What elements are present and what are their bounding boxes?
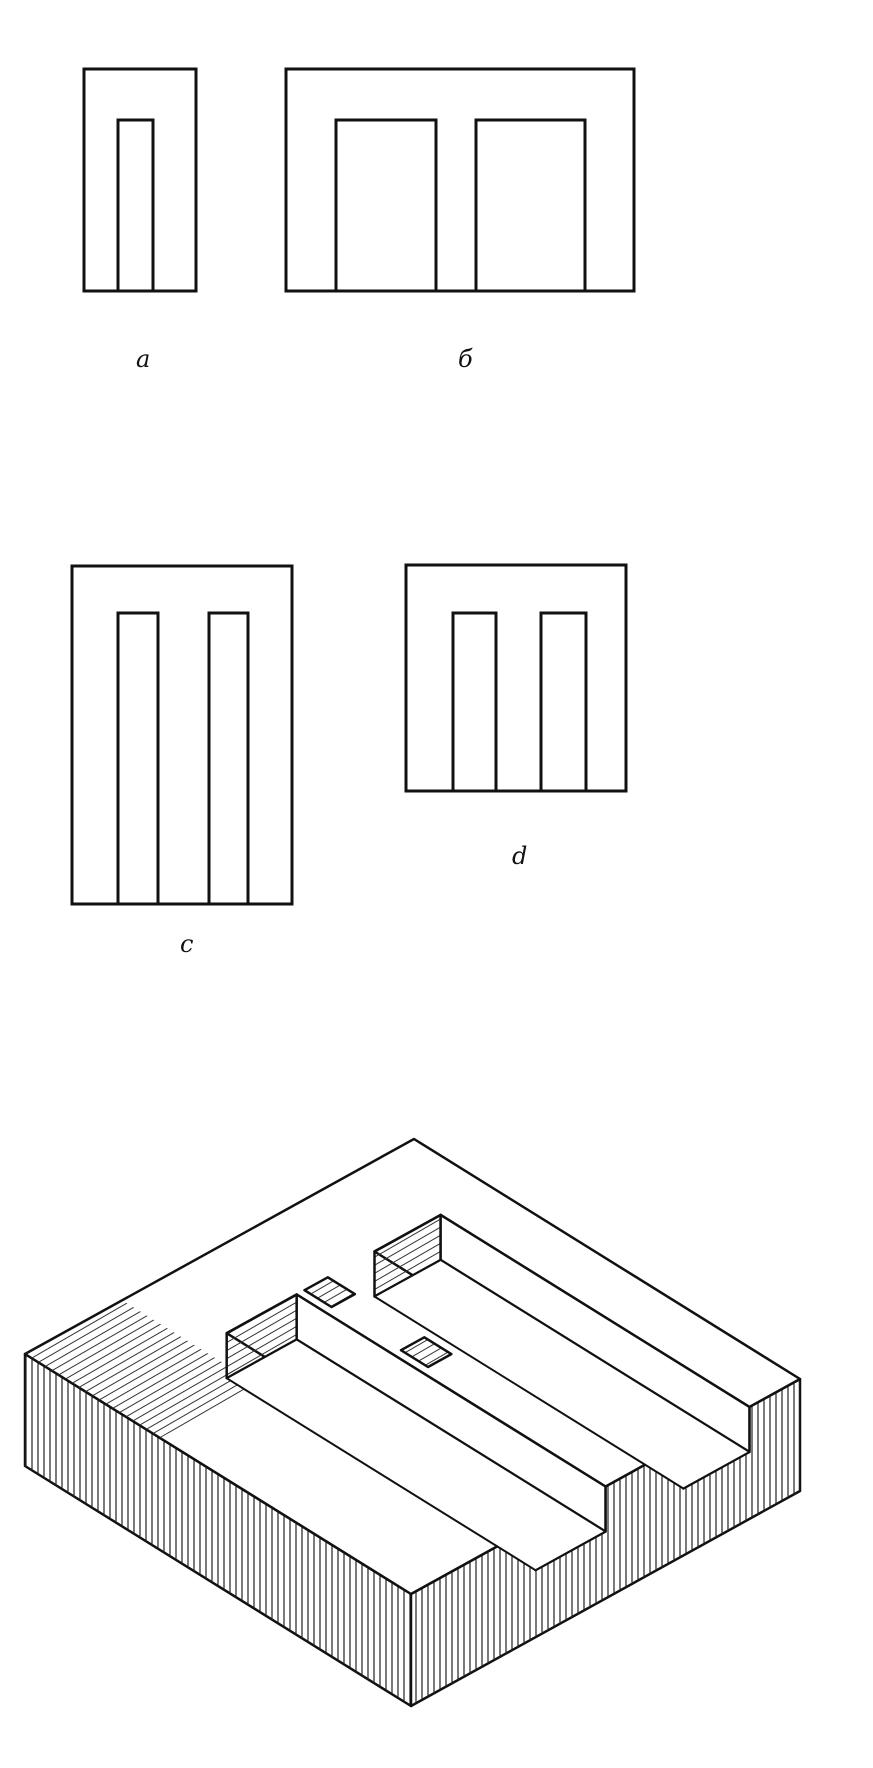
label-c: c [180, 930, 194, 958]
label-b: б [458, 345, 473, 373]
figure-a [82, 67, 198, 293]
block-front-face-hatching [411, 1379, 800, 1706]
figure-d-outline [404, 563, 628, 793]
figure-c [70, 564, 294, 906]
groove-2-floor [225, 1338, 607, 1572]
figure-c-slot-2 [207, 611, 250, 906]
figure-b [284, 67, 636, 293]
block-top-shading [25, 1300, 258, 1438]
figure-c-slot-1 [116, 611, 160, 906]
figure-d-slot-1 [451, 611, 498, 793]
groove-1-floor [373, 1258, 751, 1490]
isometric-block [23, 1137, 802, 1708]
figure-b-outline [284, 67, 636, 293]
figure-c-outline [70, 564, 294, 906]
label-a: a [136, 345, 151, 373]
figure-d [404, 563, 628, 793]
stamp-1 [303, 1276, 357, 1309]
figure-d-slot-2 [539, 611, 588, 793]
figure-b-slot-1 [334, 118, 438, 293]
stamp-2 [399, 1336, 453, 1369]
label-d: d [512, 842, 528, 870]
figure-a-slot [116, 118, 155, 293]
figure-b-slot-2 [474, 118, 587, 293]
block-left-face-hatching [25, 1354, 411, 1706]
figure-a-outline [82, 67, 198, 293]
